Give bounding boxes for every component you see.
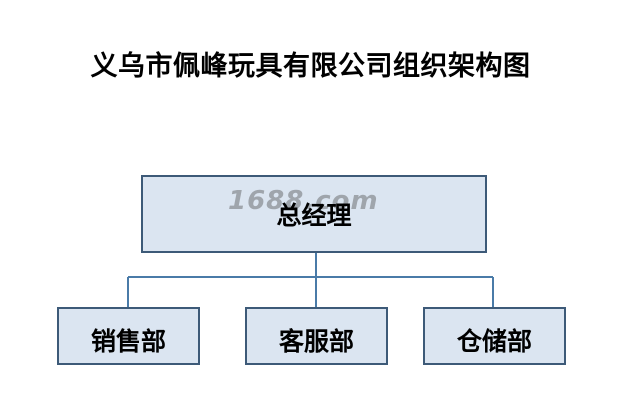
diagram-title: 义乌市佩峰玩具有限公司组织架构图 — [90, 51, 531, 82]
node-warehouse-department: 仓储部 — [423, 307, 566, 365]
node-sales-department-label: 销售部 — [90, 327, 166, 356]
node-general-manager: 总经理 — [141, 175, 487, 253]
node-customer-service-department-label: 客服部 — [278, 327, 354, 356]
node-customer-service-department: 客服部 — [245, 307, 388, 365]
node-warehouse-department-label: 仓储部 — [456, 327, 532, 356]
node-sales-department: 销售部 — [57, 307, 200, 365]
node-general-manager-label: 总经理 — [276, 201, 352, 230]
